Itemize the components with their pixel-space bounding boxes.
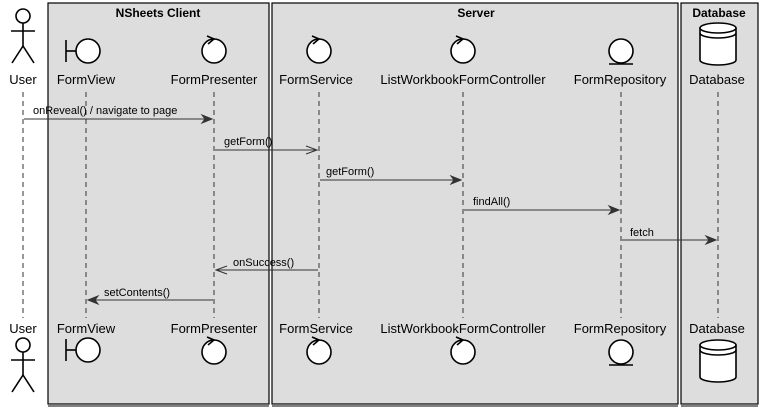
box-title-database: Database	[692, 6, 746, 20]
participant-label-user-top: User	[9, 72, 37, 87]
message-findall: findAll()	[464, 196, 621, 216]
box-server: Server	[271, 2, 679, 407]
message-label: setContents()	[104, 287, 170, 299]
message-label: fetch	[630, 227, 654, 239]
box-title-client: NSheets Client	[116, 6, 201, 20]
participant-label-formpresenter-bottom: FormPresenter	[171, 321, 258, 336]
control-icon	[306, 336, 332, 365]
actor-icon	[11, 337, 35, 393]
database-icon	[699, 22, 737, 66]
messages: onReveal() / navigate to page getForm() …	[24, 105, 718, 306]
lifelines	[22, 92, 719, 318]
participant-label-controller-bottom: ListWorkbookFormController	[380, 321, 546, 336]
box-database: Database	[680, 2, 759, 407]
message-getform-async: getForm()	[215, 136, 319, 155]
participant-label-formview-bottom: FormView	[57, 321, 116, 336]
message-fetch: fetch	[622, 227, 718, 246]
boundary-icon	[65, 38, 101, 64]
control-icon	[201, 336, 227, 365]
message-onreveal: onReveal() / navigate to page	[24, 105, 214, 125]
participant-label-formservice-top: FormService	[279, 72, 353, 87]
participant-label-formrepository-bottom: FormRepository	[574, 321, 667, 336]
message-setcontents: setContents()	[86, 287, 213, 306]
message-label: getForm()	[326, 166, 374, 178]
participant-labels-bottom: User FormView FormPresenter FormService …	[9, 321, 745, 336]
message-label: onReveal() / navigate to page	[33, 105, 177, 117]
boundary-icon	[65, 337, 101, 363]
message-onsuccess: onSuccess()	[214, 257, 318, 275]
actor-icon	[11, 8, 35, 64]
box-title-server: Server	[457, 6, 495, 20]
control-icon	[306, 35, 332, 64]
participant-label-database-top: Database	[689, 72, 745, 87]
participant-label-controller-top: ListWorkbookFormController	[380, 72, 546, 87]
participant-icons-top	[11, 8, 737, 66]
box-nsheets-client: NSheets Client	[47, 2, 270, 407]
participant-labels-top: User FormView FormPresenter FormService …	[9, 72, 745, 87]
message-getform: getForm()	[320, 166, 463, 186]
message-label: findAll()	[473, 196, 510, 208]
participant-label-formpresenter-top: FormPresenter	[171, 72, 258, 87]
participant-label-formrepository-top: FormRepository	[574, 72, 667, 87]
control-icon	[201, 35, 227, 64]
participant-label-database-bottom: Database	[689, 321, 745, 336]
participant-label-formservice-bottom: FormService	[279, 321, 353, 336]
entity-icon	[608, 38, 634, 65]
control-icon	[450, 336, 476, 365]
entity-icon	[608, 339, 634, 366]
message-label: getForm()	[224, 136, 272, 148]
participant-icons-bottom	[11, 336, 737, 393]
database-icon	[699, 339, 737, 383]
message-label: onSuccess()	[233, 257, 294, 269]
participant-label-user-bottom: User	[9, 321, 37, 336]
participant-label-formview-top: FormView	[57, 72, 116, 87]
control-icon	[450, 35, 476, 64]
